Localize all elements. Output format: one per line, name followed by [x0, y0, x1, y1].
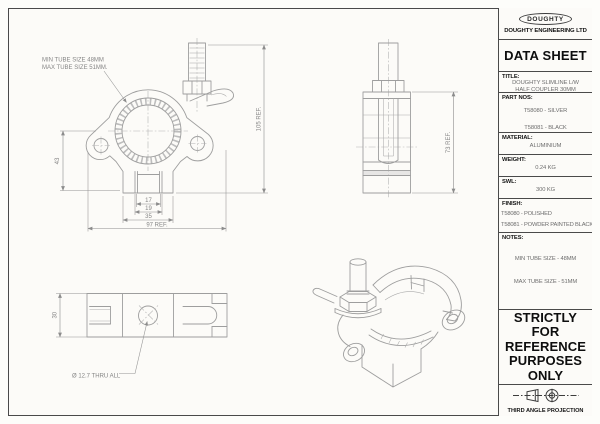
datasheet-heading-section: DATA SHEET — [499, 40, 592, 72]
note-max-tube: MAX TUBE SIZE - 51MM — [513, 279, 578, 285]
disclaimer-line: STRICTLY — [513, 310, 578, 325]
part-no-black: T58081 - BLACK — [524, 125, 567, 131]
swl-section: SWL: 300 KG — [499, 177, 592, 199]
material-section: MATERIAL: ALUMINIUM — [499, 133, 592, 155]
weight-section: WEIGHT: 0.24 KG — [499, 155, 592, 177]
swl-value: 300 KG — [535, 186, 556, 193]
title-section: TITLE: DOUGHTY SLIMLINE L/W HALF COUPLER… — [499, 72, 592, 93]
disclaimer-line: ONLY — [527, 367, 564, 383]
third-angle-projection-icon — [512, 388, 579, 403]
disclaimer-line: PURPOSES — [508, 353, 583, 369]
finish-line2: T58081 - POWDER PAINTED BLACK — [501, 222, 592, 228]
finish-line1: T58080 - POLISHED — [501, 210, 552, 217]
notes-label: NOTES: — [502, 235, 524, 241]
sheet-title: DATA SHEET — [504, 48, 587, 63]
material-label: MATERIAL: — [502, 135, 533, 141]
logo-text: DOUGHTY — [527, 16, 564, 23]
projection-label: THIRD ANGLE PROJECTION — [507, 408, 584, 414]
data-sheet-panel: DOUGHTY DOUGHTY ENGINEERING LTD DATA SHE… — [498, 8, 592, 416]
doughty-logo: DOUGHTY — [519, 13, 572, 25]
notes-section: NOTES: MIN TUBE SIZE - 48MM MAX TUBE SIZ… — [499, 233, 592, 310]
note-min-tube: MIN TUBE SIZE - 48MM — [514, 256, 577, 262]
finish-section: FINISH: T58080 - POLISHED T58081 - POWDE… — [499, 199, 592, 233]
part-numbers-section: PART NOS: T58080 - SILVER T58081 - BLACK — [499, 93, 592, 133]
finish-label: FINISH: — [502, 201, 523, 207]
logo-section: DOUGHTY DOUGHTY ENGINEERING LTD — [499, 8, 592, 40]
projection-section: THIRD ANGLE PROJECTION — [499, 385, 592, 416]
material-value: ALUMINIUM — [529, 142, 562, 149]
disclaimer-line: REFERENCE — [504, 338, 587, 354]
weight-label: WEIGHT: — [502, 157, 526, 163]
weight-value: 0.24 KG — [535, 164, 556, 171]
disclaimer-section: STRICTLY FOR REFERENCE PURPOSES ONLY — [499, 310, 592, 385]
title-value-line1: DOUGHTY SLIMLINE L/W — [512, 80, 579, 86]
title-value-line2: HALF COUPLER 30MM — [515, 86, 576, 93]
part-no-silver: T58080 - SILVER — [523, 108, 568, 114]
swl-label: SWL: — [502, 179, 517, 185]
title-label: TITLE: — [502, 74, 520, 80]
company-name: DOUGHTY ENGINEERING LTD — [504, 28, 587, 34]
disclaimer-line: FOR — [531, 324, 560, 340]
part-nos-label: PART NOS: — [502, 95, 533, 101]
